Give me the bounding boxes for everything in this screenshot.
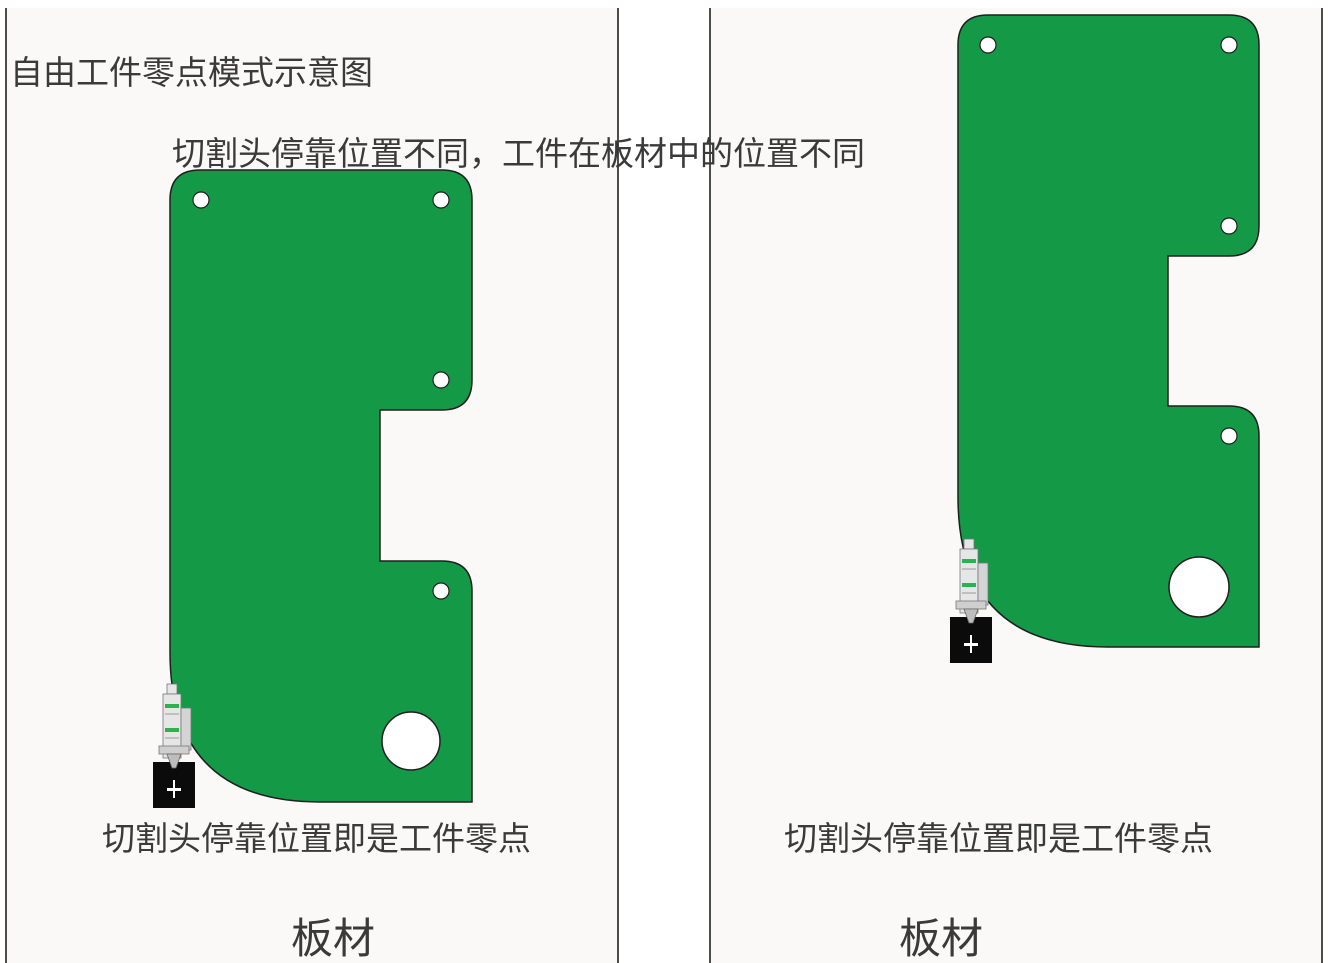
workpiece-left-body [169, 169, 473, 803]
hole [192, 191, 210, 209]
laser-cutting-head-icon [950, 538, 992, 663]
hole [432, 371, 450, 389]
caption-right: 切割头停靠位置即是工件零点 [784, 819, 1213, 858]
caption-left: 切割头停靠位置即是工件零点 [102, 819, 531, 858]
large-hole [381, 711, 441, 771]
workpiece-right-body [957, 14, 1260, 648]
hole [1220, 427, 1238, 445]
sheet-label-left: 板材 [291, 914, 376, 963]
hole [432, 582, 450, 600]
hole [979, 36, 997, 54]
workpiece-left [169, 169, 473, 803]
hole [432, 191, 450, 209]
hole [1220, 217, 1238, 235]
large-hole [1168, 556, 1230, 618]
sheet-label-right: 板材 [899, 914, 984, 963]
hole [1220, 36, 1238, 54]
diagram-subtitle: 切割头停靠位置不同，工件在板材中的位置不同 [172, 134, 865, 173]
laser-cutting-head-icon [153, 683, 195, 808]
diagram-title: 自由工件零点模式示意图 [10, 53, 373, 92]
workpiece-right [957, 14, 1260, 648]
